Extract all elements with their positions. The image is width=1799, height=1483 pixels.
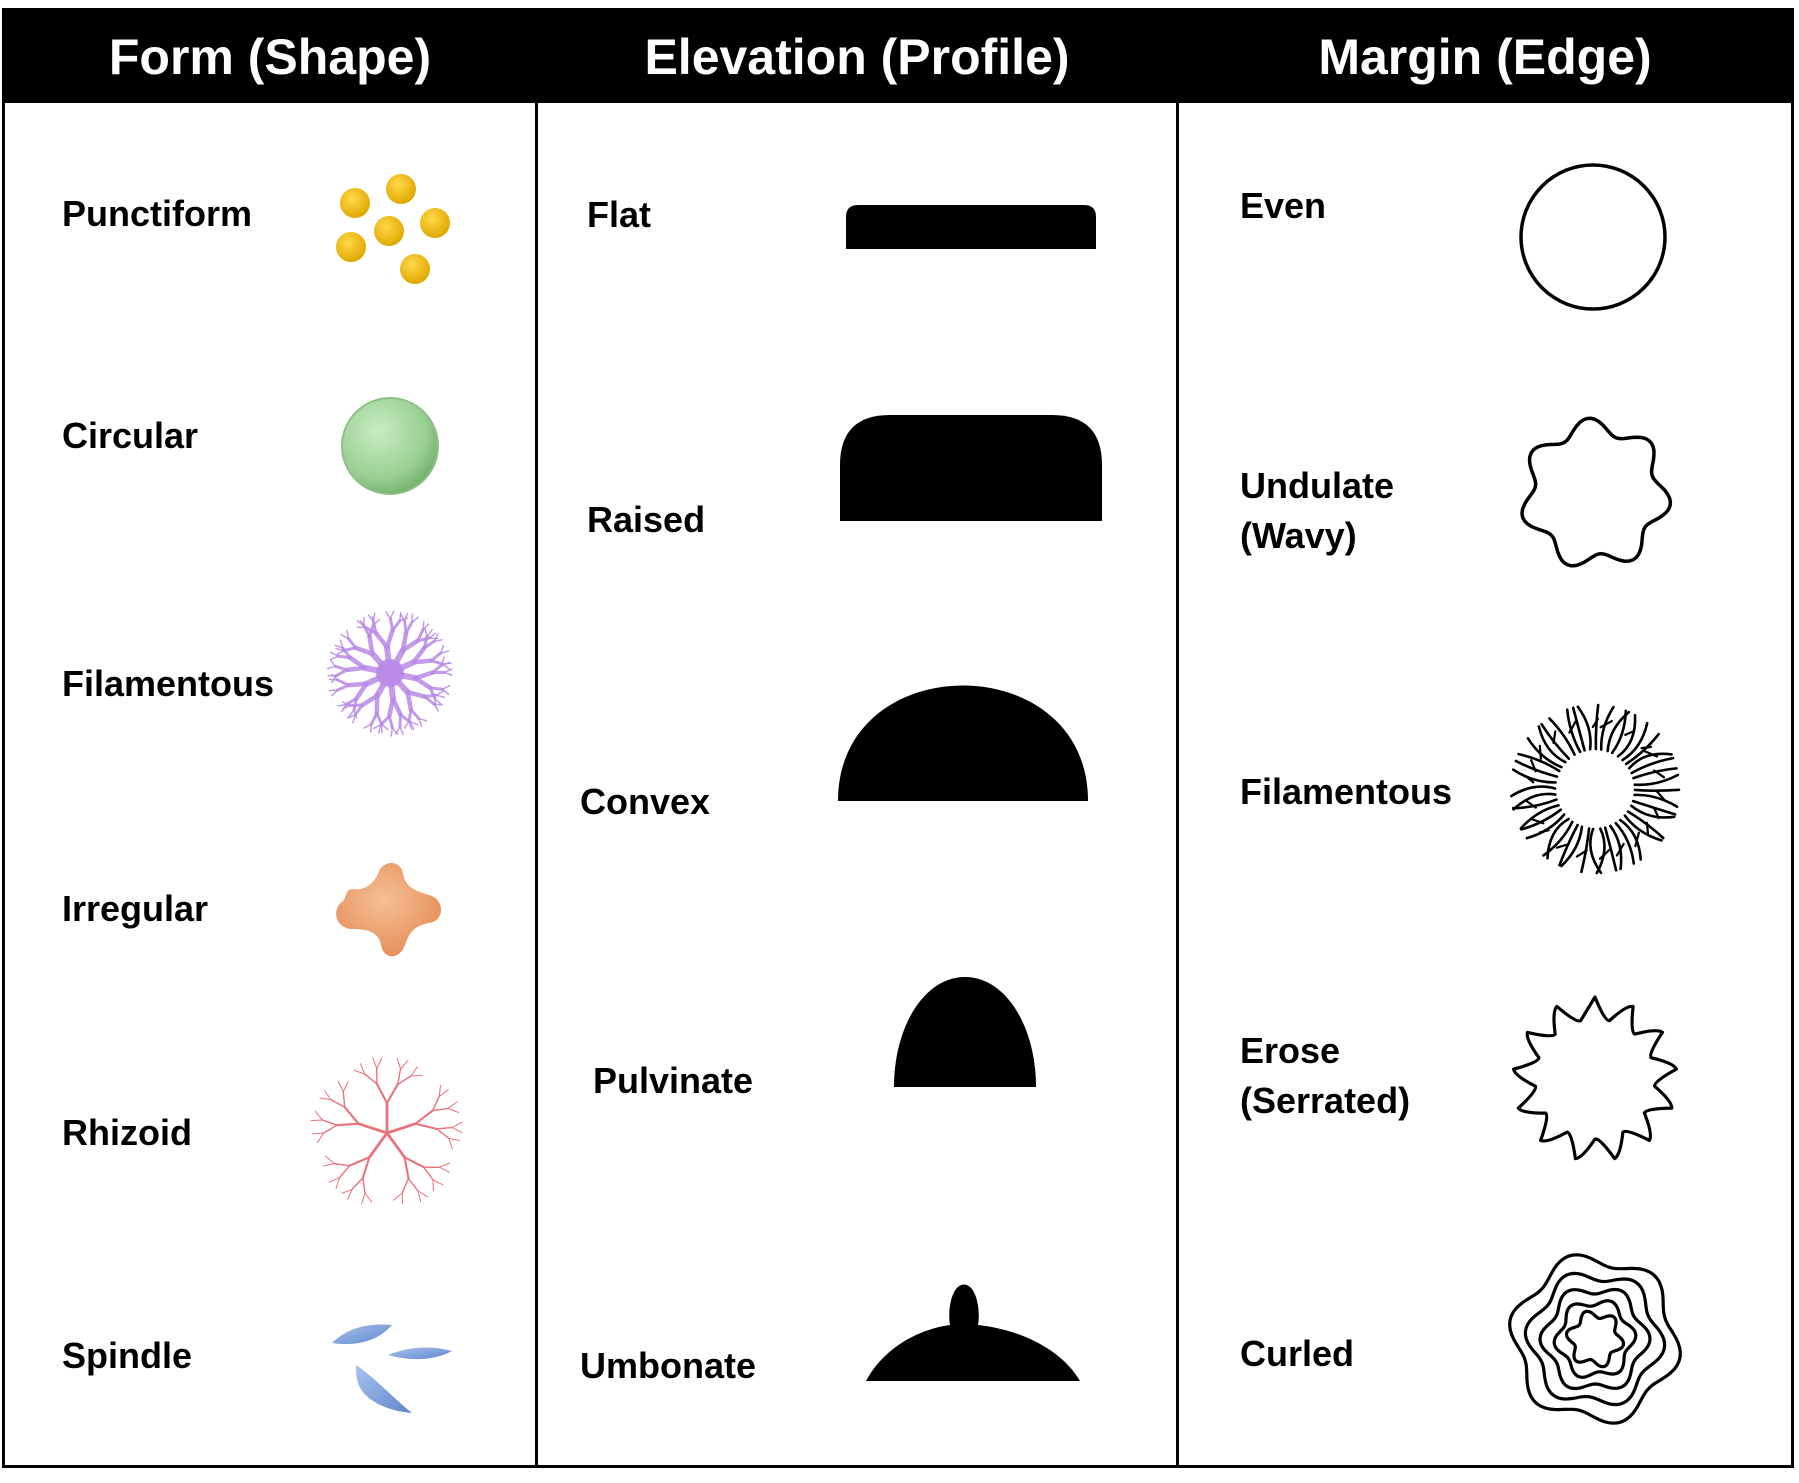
even-edge-icon <box>1517 161 1669 313</box>
circular-colony-icon <box>340 396 440 496</box>
flat-profile-icon <box>846 205 1096 249</box>
form-label-punctiform: Punctiform <box>62 193 253 234</box>
form-label-irregular: Irregular <box>62 888 209 929</box>
elevation-label-pulvinate: Pulvinate <box>593 1060 754 1101</box>
elevation-label-flat: Flat <box>587 194 652 235</box>
curled-edge-icon <box>1507 1251 1683 1427</box>
form-label-spindle: Spindle <box>62 1335 193 1376</box>
column-divider <box>1176 103 1179 1465</box>
filamentous-edge-icon <box>1505 699 1685 879</box>
umbonate-profile-icon <box>866 1283 1080 1381</box>
form-label-circular: Circular <box>62 415 199 456</box>
undulate-edge-icon <box>1510 409 1680 579</box>
margin-label-even: Even <box>1240 185 1327 226</box>
irregular-colony-icon <box>333 861 448 961</box>
margin-label-erose: Erose (Serrated) <box>1240 1030 1411 1121</box>
filamentous-colony-icon <box>318 601 463 746</box>
form-label-rhizoid: Rhizoid <box>62 1112 192 1153</box>
form-label-filamentous: Filamentous <box>62 663 275 704</box>
punctiform-dots-icon <box>325 173 465 293</box>
margin-label-curled: Curled <box>1240 1333 1355 1374</box>
elevation-label-umbonate: Umbonate <box>580 1345 757 1386</box>
spindle-colony-icon <box>330 1321 455 1416</box>
raised-profile-icon <box>840 415 1102 521</box>
header-elevation: Elevation (Profile) <box>644 29 1070 85</box>
column-divider <box>535 103 538 1465</box>
margin-label-filamentous: Filamentous <box>1240 771 1453 812</box>
table-header: Form (Shape) Elevation (Profile) Margin … <box>5 11 1791 103</box>
convex-profile-icon <box>838 685 1088 801</box>
margin-label-undulate: Undulate (Wavy) <box>1240 465 1395 556</box>
rhizoid-colony-icon <box>302 1046 472 1221</box>
header-form: Form (Shape) <box>108 29 432 85</box>
erose-edge-icon <box>1505 989 1685 1169</box>
colony-morphology-table: Form (Shape) Elevation (Profile) Margin … <box>2 8 1794 1468</box>
pulvinate-profile-icon <box>894 977 1036 1087</box>
header-margin: Margin (Edge) <box>1318 29 1652 85</box>
elevation-label-convex: Convex <box>580 781 711 822</box>
elevation-label-raised: Raised <box>587 499 706 540</box>
